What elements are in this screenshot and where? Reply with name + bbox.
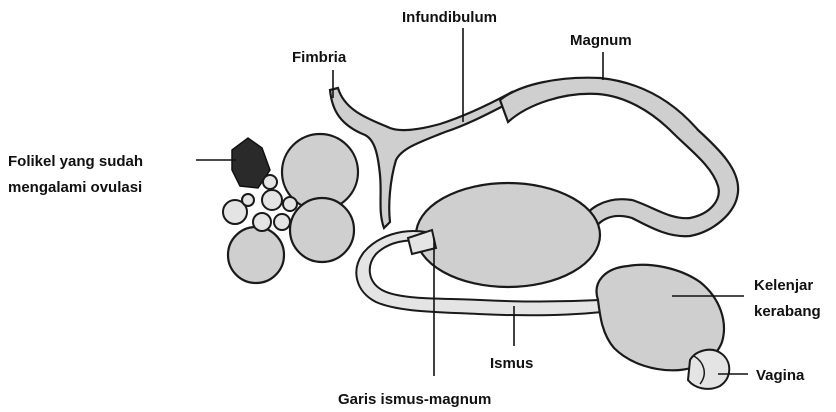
label-kelenjar-line1: Kelenjar — [754, 277, 813, 294]
label-ismus: Ismus — [490, 355, 533, 372]
label-kelenjar-line2: kerabang — [754, 303, 821, 320]
label-infundibulum: Infundibulum — [402, 9, 497, 26]
large-follicle-right — [290, 198, 354, 262]
label-folikel-line1: Folikel yang sudah — [8, 153, 143, 170]
shell-gland-vagina — [597, 265, 730, 389]
follicle-cluster — [223, 134, 358, 283]
small-follicle — [242, 194, 254, 206]
label-folikel-line2: mengalami ovulasi — [8, 179, 142, 196]
large-follicle-bottom — [228, 227, 284, 283]
small-follicle — [283, 197, 297, 211]
small-follicle — [253, 213, 271, 231]
small-follicle — [274, 214, 290, 230]
magnum-chamber — [416, 183, 600, 287]
label-magnum: Magnum — [570, 32, 632, 49]
oval-chamber — [416, 183, 600, 287]
small-follicle — [263, 175, 277, 189]
small-follicle — [262, 190, 282, 210]
label-fimbria: Fimbria — [292, 49, 347, 66]
label-vagina: Vagina — [756, 367, 805, 384]
label-garis: Garis ismus-magnum — [338, 391, 491, 408]
vagina-tube — [688, 350, 729, 389]
